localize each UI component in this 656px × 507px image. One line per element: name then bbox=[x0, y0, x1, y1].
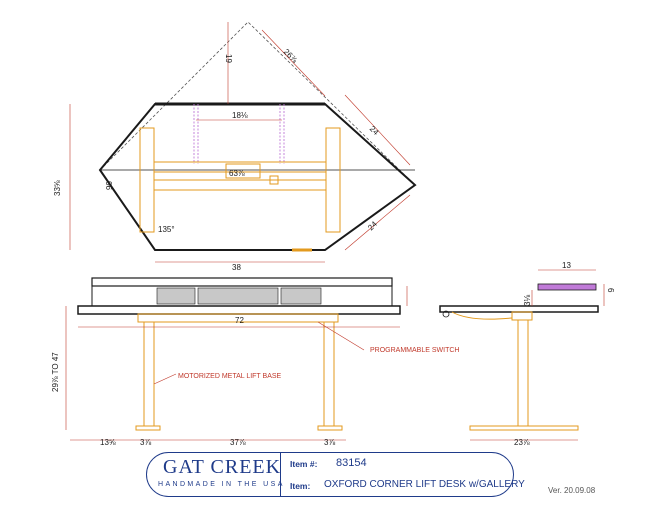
dim-gallery-depth: 13 bbox=[562, 261, 571, 270]
front-view: 72 29⅞ TO 47 13⅝ 3⅞ 37⅞ 3⅞ MOTORIZED MET… bbox=[51, 277, 459, 447]
item-number-value: 83154 bbox=[336, 457, 367, 469]
dim-height-range: 29⅞ TO 47 bbox=[51, 352, 60, 392]
dim-gallery-offset: 3⅛ bbox=[523, 295, 532, 306]
title-divider bbox=[280, 452, 281, 497]
label-lift-base: MOTORIZED METAL LIFT BASE bbox=[178, 373, 282, 380]
dim-between-feet: 37⅞ bbox=[230, 438, 246, 447]
brand-tagline: HANDMADE IN THE USA bbox=[158, 481, 285, 488]
dim-foot-left: 13⅝ bbox=[100, 438, 116, 447]
dim-overall-width: 72 bbox=[235, 316, 244, 325]
plan-view: 19 26⅞ 18⅛ 24 24 33⅝ 90 63⅞ 135° 38 bbox=[53, 21, 417, 272]
dim-front-width: 38 bbox=[232, 263, 241, 272]
gallery-opening bbox=[193, 104, 285, 164]
brand-logo: GAT CREEK bbox=[163, 456, 282, 478]
dim-center: 63⅞ bbox=[229, 169, 245, 178]
version-label: Ver. 20.09.08 bbox=[548, 486, 596, 495]
dim-foot-gap-right: 3⅞ bbox=[324, 438, 335, 447]
dim-gallery-height: 6 bbox=[606, 288, 615, 293]
dim-angle-left: 90 bbox=[105, 181, 114, 190]
dim-angle-bottom: 135° bbox=[158, 225, 175, 234]
lift-base-side bbox=[451, 311, 579, 431]
dim-foot-gap-left: 3⅞ bbox=[140, 438, 151, 447]
side-view: 13 6 3⅛ 23⅞ bbox=[439, 261, 615, 447]
dim-depth-top: 19 bbox=[224, 54, 233, 63]
dim-base-width: 23⅞ bbox=[514, 438, 530, 447]
lift-base-front bbox=[135, 313, 343, 431]
item-name-value: OXFORD CORNER LIFT DESK w/GALLERY bbox=[324, 479, 525, 490]
lift-base-plan bbox=[139, 127, 341, 252]
dim-inner-width: 18⅛ bbox=[232, 111, 248, 120]
title-block bbox=[146, 452, 514, 497]
item-name-label: Item: bbox=[290, 481, 311, 491]
dim-side-upper: 24 bbox=[368, 124, 381, 137]
dim-overall-depth: 33⅝ bbox=[53, 180, 62, 196]
item-number-label: Item #: bbox=[290, 459, 318, 469]
label-programmable-switch: PROGRAMMABLE SWITCH bbox=[370, 347, 459, 354]
dim-diag-long: 26⅞ bbox=[282, 47, 300, 65]
